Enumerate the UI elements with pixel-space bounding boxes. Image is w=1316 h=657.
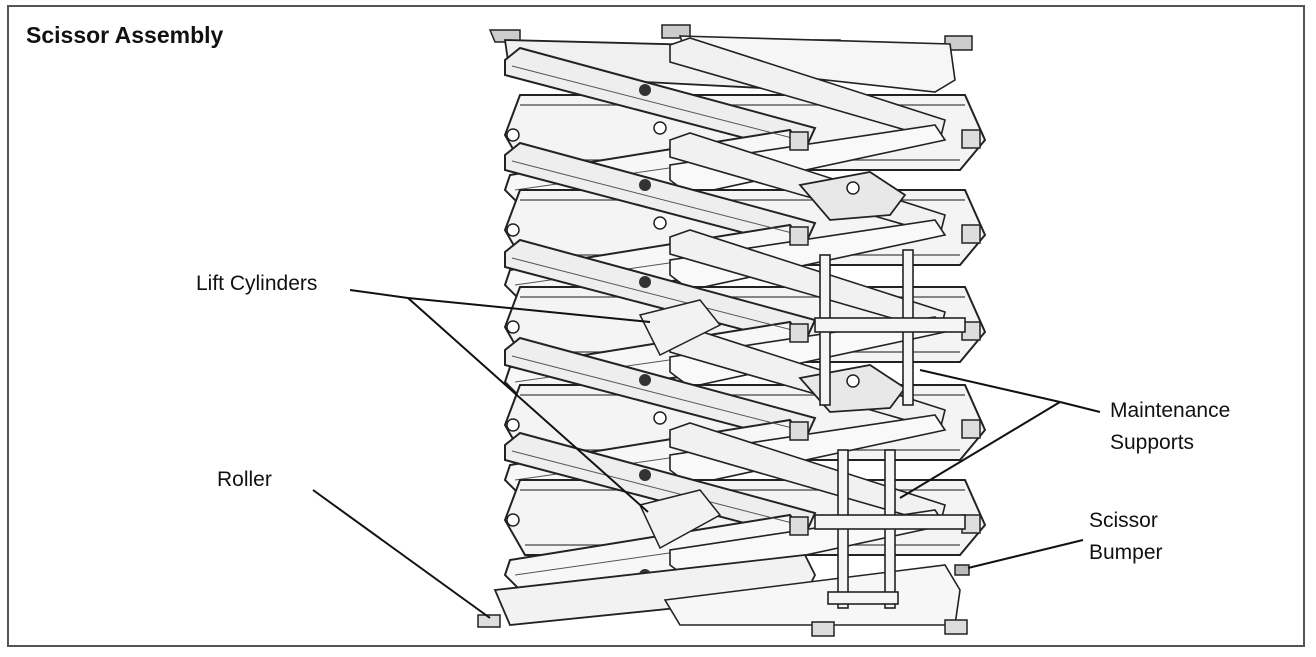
lift-cylinder-lower (638, 489, 722, 550)
leader-roller (312, 489, 491, 619)
lift-cylinder-upper (638, 299, 722, 357)
leader-maintenance-a (1059, 401, 1101, 413)
leader-lift-cylinders-a (349, 289, 409, 299)
leader-maintenance-b (919, 369, 1061, 403)
scissor-bumper-label-line1: Scissor (1089, 509, 1158, 532)
leader-lift-cylinders-b (407, 297, 651, 323)
maintenance-supports-label: Maintenance Supports (1110, 395, 1230, 459)
maintenance-supports-label-line2: Supports (1110, 431, 1195, 454)
roller-icon (477, 614, 501, 628)
roller-label: Roller (217, 468, 272, 491)
scissor-bumper-icon (954, 564, 970, 576)
maintenance-supports (814, 249, 966, 609)
lift-cylinders-label: Lift Cylinders (196, 272, 318, 295)
leader-scissor-bumper (967, 539, 1084, 569)
leader-lift-cylinders-c (407, 297, 649, 513)
figure-title: Scissor Assembly (26, 22, 224, 48)
leader-maintenance-c (899, 401, 1061, 499)
scissor-bumper-label: Scissor Bumper (1089, 505, 1163, 569)
lift-cylinder-mount-upper (798, 171, 907, 221)
maintenance-supports-label-line1: Maintenance (1110, 399, 1231, 422)
scissor-bumper-label-line2: Bumper (1089, 541, 1163, 564)
